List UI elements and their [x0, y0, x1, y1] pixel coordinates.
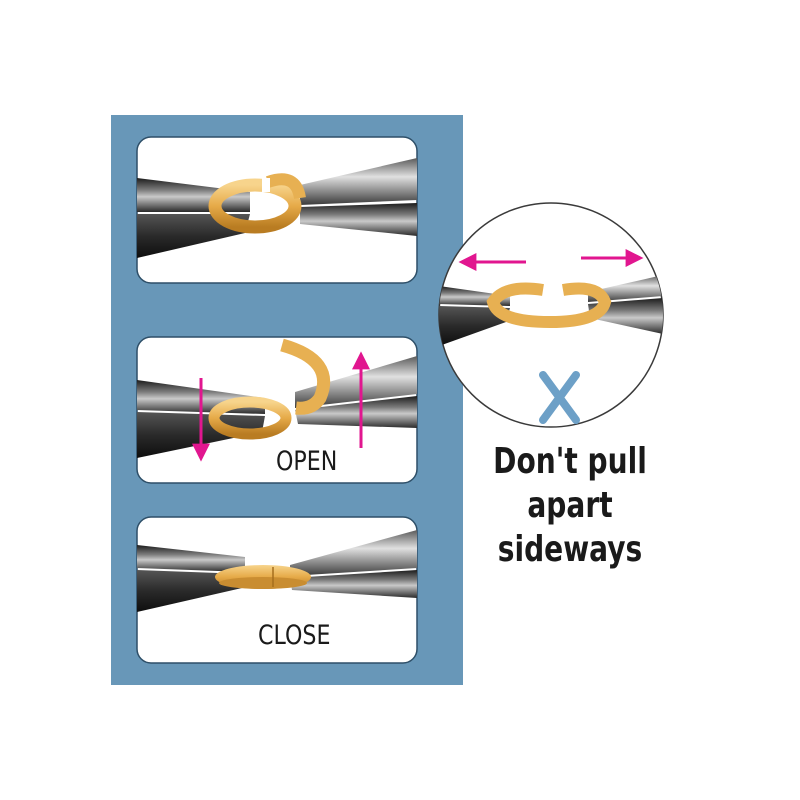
sideways-inset [438, 202, 664, 428]
warning-line-2: apart sideways [497, 485, 643, 570]
panel-1 [136, 136, 418, 284]
jump-ring-icon [215, 565, 311, 589]
warning-text: Don't pull apart sideways [480, 440, 659, 572]
close-label: CLOSE [258, 620, 331, 651]
warning-line-1: Don't pull [493, 441, 647, 482]
plier-right-bottom [300, 203, 417, 236]
panel-3 [136, 516, 418, 664]
cross-icon [539, 371, 580, 424]
jump-ring-icon [208, 173, 306, 234]
open-label: OPEN [276, 446, 338, 477]
jump-ring-icon [486, 282, 612, 329]
panel-2 [136, 336, 418, 484]
jump-ring-icon [208, 338, 331, 440]
plier-right-top [300, 158, 417, 205]
